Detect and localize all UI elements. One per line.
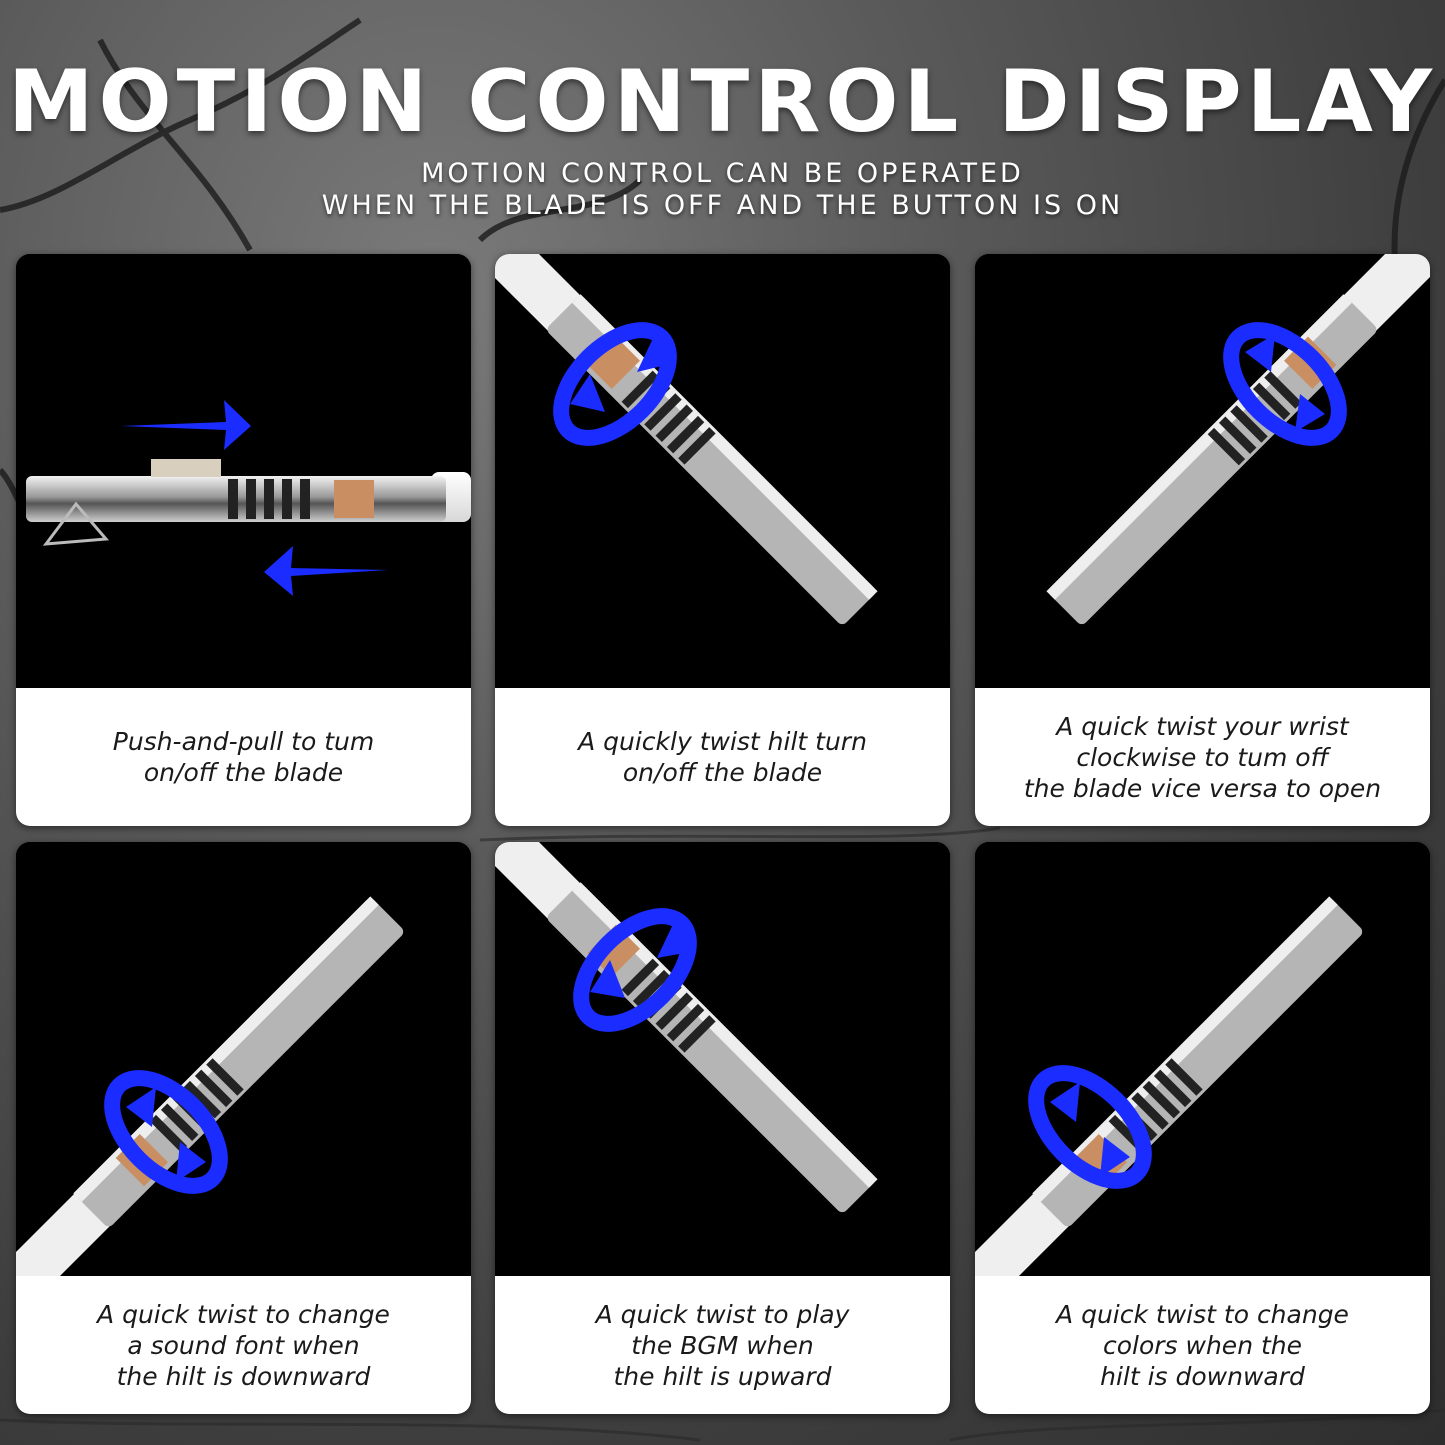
caption-box: Push-and-pull to tum on/off the blade — [16, 688, 471, 826]
saber-photo — [16, 842, 471, 1276]
twist-arrows-icon — [1028, 1065, 1152, 1189]
caption-text: A quickly twist hilt turn on/off the bla… — [578, 727, 867, 787]
caption-box: A quick twist to play the BGM when the h… — [495, 1276, 950, 1414]
caption-text: A quick twist to change a sound font whe… — [97, 1299, 390, 1391]
card-play-bgm: A quick twist to play the BGM when the h… — [495, 842, 950, 1414]
caption-text: A quick twist to change colors when the … — [1056, 1299, 1349, 1391]
saber-photo — [16, 254, 471, 688]
card-twist-hilt: A quickly twist hilt turn on/off the bla… — [495, 254, 950, 826]
twist-arrows-icon — [1223, 322, 1347, 446]
card-twist-wrist: A quick twist your wrist clockwise to tu… — [975, 254, 1430, 826]
saber-photo — [495, 842, 950, 1276]
twist-arrows-icon — [104, 1070, 228, 1194]
twist-arrows-icon — [573, 908, 697, 1032]
caption-text: Push-and-pull to tum on/off the blade — [112, 727, 375, 787]
twist-arrows-icon — [553, 322, 677, 446]
caption-box: A quick twist to change colors when the … — [975, 1276, 1430, 1414]
saber-photo — [975, 254, 1430, 688]
saber-photo — [495, 254, 950, 688]
page-title: MOTION CONTROL DISPLAY — [7, 52, 1438, 152]
subtitle-line-2: WHEN THE BLADE IS OFF AND THE BUTTON IS … — [321, 190, 1124, 221]
caption-box: A quickly twist hilt turn on/off the bla… — [495, 688, 950, 826]
card-push-pull: Push-and-pull to tum on/off the blade — [16, 254, 471, 826]
caption-text: A quick twist to play the BGM when the h… — [595, 1299, 850, 1391]
card-change-colors: A quick twist to change colors when the … — [975, 842, 1430, 1414]
caption-box: A quick twist to change a sound font whe… — [16, 1276, 471, 1414]
subtitle-line-1: MOTION CONTROL CAN BE OPERATED — [421, 158, 1024, 189]
push-pull-arrows-icon — [121, 400, 388, 596]
caption-box: A quick twist your wrist clockwise to tu… — [975, 688, 1430, 826]
card-sound-font: A quick twist to change a sound font whe… — [16, 842, 471, 1414]
caption-text: A quick twist your wrist clockwise to tu… — [1023, 711, 1382, 803]
saber-photo — [975, 842, 1430, 1276]
